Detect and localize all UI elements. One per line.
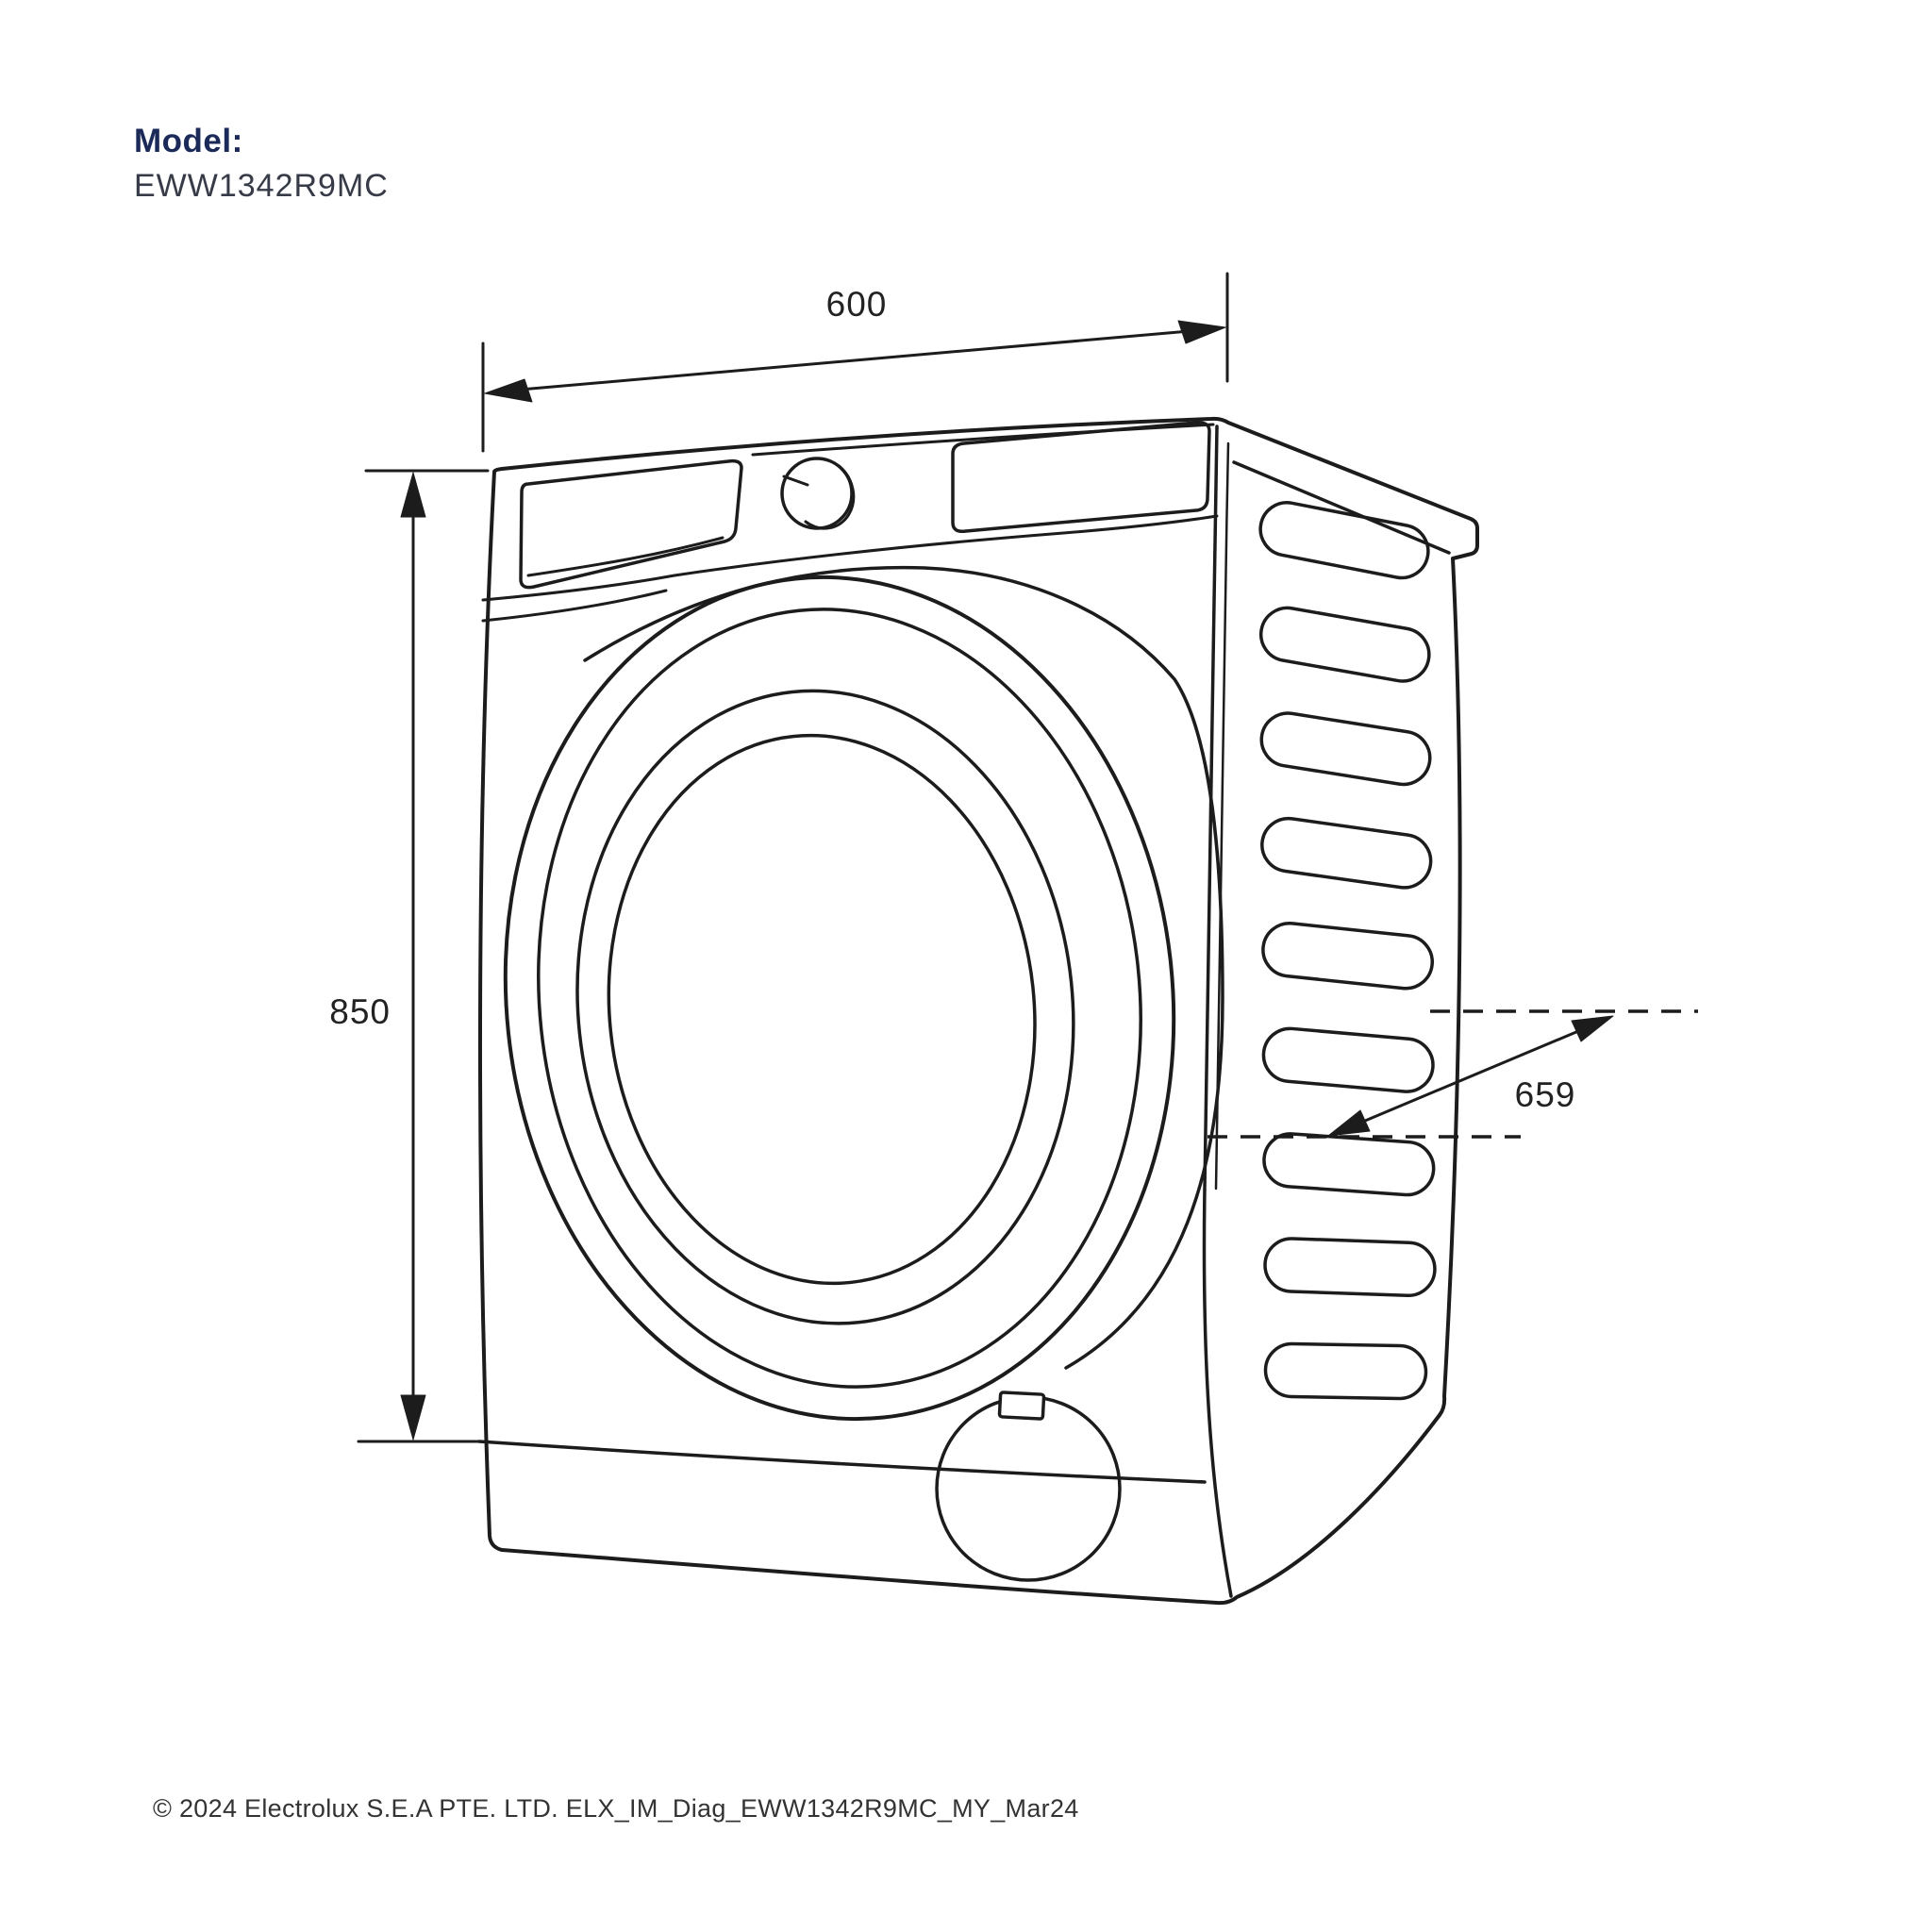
model-block: Model: EWW1342R9MC [134, 121, 389, 206]
depth-arrowhead-upper [1571, 1015, 1614, 1042]
knob-pointer [782, 475, 809, 487]
door-ring-outer [503, 575, 1176, 1422]
drawer-lip-line [526, 536, 724, 577]
panel-bottom-seam [481, 514, 1219, 602]
kick-plate-seam [477, 1440, 1207, 1484]
service-door-latch [997, 1391, 1046, 1421]
door-bulge [583, 565, 1224, 1370]
front-side-edge [1202, 425, 1233, 1598]
washing-machine-outline-icon [477, 416, 1479, 1606]
width-arrowhead-left [484, 378, 533, 403]
dimension-height-label: 850 [329, 992, 391, 1031]
dimension-height [357, 469, 490, 1443]
door-ring-2 [537, 608, 1142, 1389]
panel-bottom-seam-2 [481, 589, 668, 623]
display-panel [951, 421, 1211, 534]
detergent-drawer [519, 458, 743, 590]
machine-silhouette [477, 416, 1479, 1606]
side-vent-slots [1258, 501, 1437, 1401]
dimension-width-label: 600 [826, 285, 888, 324]
door-glass-outer [575, 689, 1075, 1325]
dimension-depth [1208, 1009, 1698, 1139]
model-label: Model: [134, 123, 243, 159]
dimension-width [481, 272, 1229, 453]
depth-arrow-line [1357, 1027, 1585, 1125]
knob-inner-face [804, 464, 856, 530]
width-arrowhead-right [1177, 320, 1226, 344]
service-door [935, 1395, 1122, 1582]
width-arrow-line [508, 328, 1202, 392]
door-glass-inner [607, 733, 1037, 1286]
model-number: EWW1342R9MC [134, 167, 389, 204]
depth-arrowhead-lower [1327, 1109, 1371, 1137]
copyright-note: © 2024 Electrolux S.E.A PTE. LTD. ELX_IM… [153, 1794, 1079, 1823]
side-top-edge [1232, 460, 1451, 555]
height-arrowhead-bottom [400, 1394, 426, 1441]
dimension-depth-label: 659 [1515, 1075, 1576, 1114]
height-arrowhead-top [400, 472, 426, 518]
